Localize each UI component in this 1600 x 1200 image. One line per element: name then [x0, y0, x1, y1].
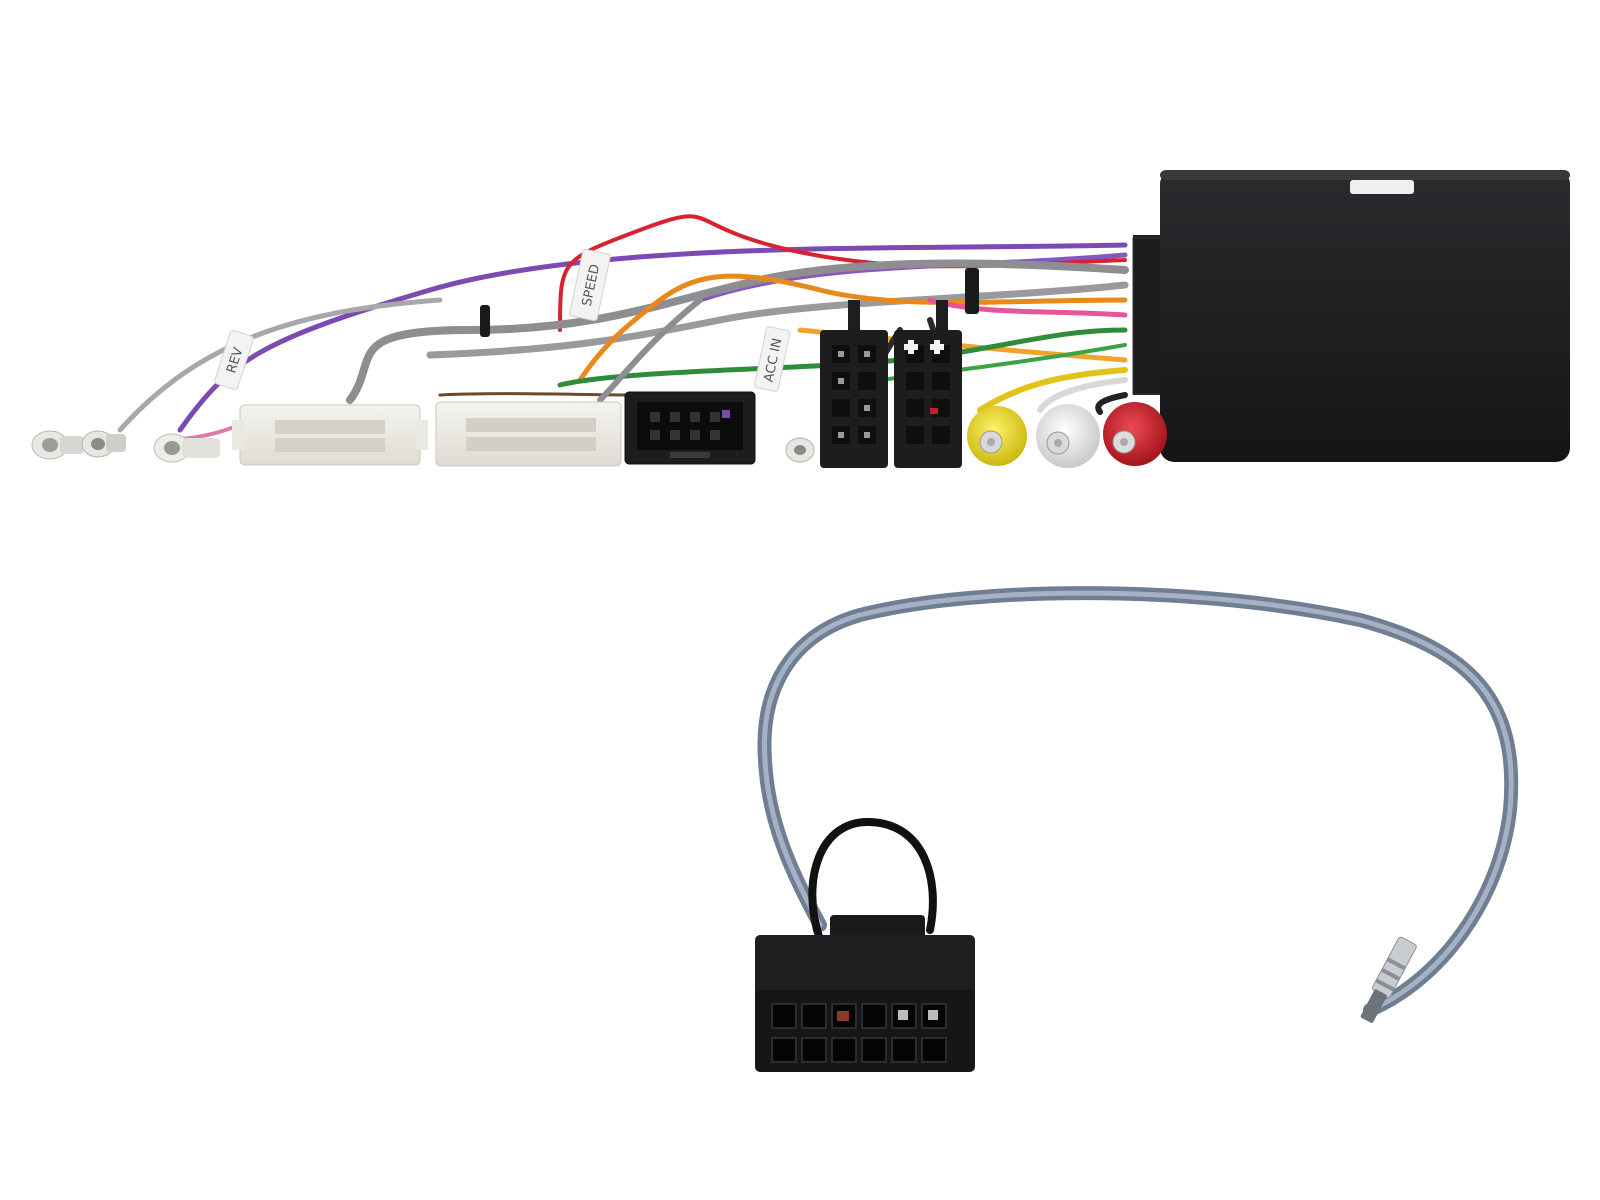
patch-lead-loop: [808, 817, 937, 944]
patch-lead-aerial-tip: [1360, 936, 1417, 1023]
interface-module: [1132, 170, 1570, 462]
aerial-plug-4: [785, 437, 815, 463]
module-body: [1160, 170, 1570, 462]
wire-white: [1037, 377, 1128, 413]
iso-connector-power: [820, 300, 888, 468]
wire-yellow: [977, 367, 1128, 413]
oem-connector-white-1: [232, 404, 428, 466]
aerial-plug-2: [81, 430, 126, 458]
module-pin-header: [1132, 237, 1164, 395]
rca-plug-red: [1103, 402, 1167, 466]
rca-plug-white: [1036, 404, 1100, 468]
wire-grey-2: [426, 281, 1129, 359]
connector-12-pin: [755, 915, 975, 1072]
wire-orange: [577, 273, 1128, 383]
wire-brown: [438, 392, 642, 397]
iso-connector-speaker: [894, 300, 962, 468]
wire-grey-aerial: [117, 297, 443, 433]
wire-loom: [117, 214, 1129, 442]
wire-grey-1: [346, 259, 1129, 404]
aerial-plug-3: [153, 433, 220, 463]
wire-black: [1095, 392, 1128, 415]
wire-grey-aerial-2: [597, 297, 703, 403]
module-led-window: [1350, 180, 1414, 194]
rca-plug-yellow: [967, 406, 1027, 466]
oem-connector-black: [624, 391, 756, 465]
oem-connector-white-2: [435, 401, 622, 467]
wire-pink: [927, 297, 1128, 318]
patch-lead: [757, 586, 1519, 1017]
wire-tags: ACC IN SPEED REV: [214, 248, 791, 392]
wire-green: [557, 327, 1128, 388]
aerial-plug-1: [31, 430, 84, 460]
